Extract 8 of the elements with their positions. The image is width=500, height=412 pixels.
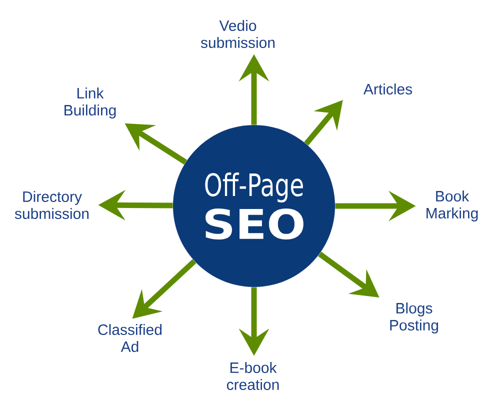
topic-label: Vedio submission bbox=[200, 20, 275, 48]
topic-label: Blogs Posting bbox=[390, 302, 438, 334]
topic-label: Classified Ad bbox=[98, 324, 162, 352]
topic-label: Directory submission bbox=[14, 191, 89, 219]
topic-label: Link Building bbox=[64, 88, 116, 118]
topic-label: E-book creation bbox=[226, 362, 279, 390]
topic-label: Articles bbox=[363, 84, 412, 94]
topic-label: Book Marking bbox=[426, 190, 478, 222]
